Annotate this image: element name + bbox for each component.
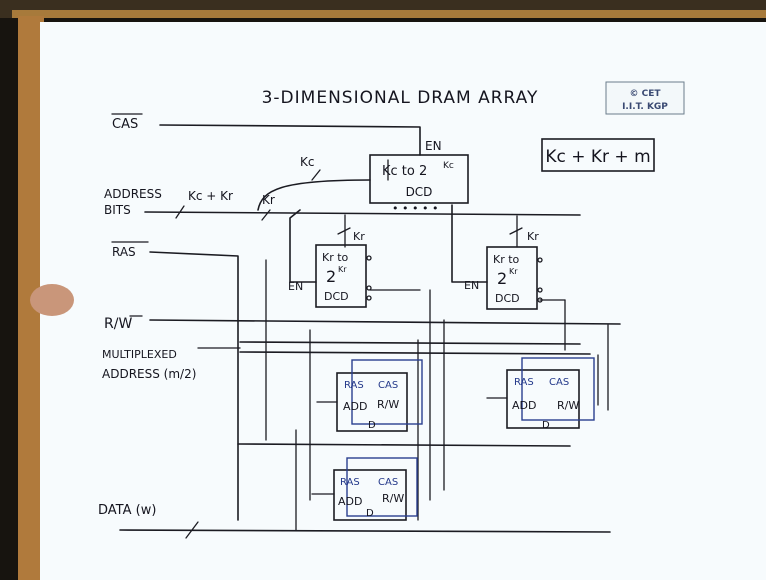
row-decoder-left-line3: DCD [324, 290, 349, 303]
row-decoder-right-box [486, 246, 538, 310]
mux-bus-2 [239, 351, 591, 355]
formula-text: Kc + Kr + m [545, 147, 650, 167]
rw-bus [149, 319, 621, 325]
chip2-box [506, 369, 580, 429]
row-decoder-left-sup: Kr [338, 265, 347, 274]
chip1-rw: R/W [377, 398, 399, 411]
mux-address-label-2: ADDRESS (m/2) [102, 367, 196, 381]
col-decoder-line2: DCD [406, 185, 433, 199]
cas-wire [159, 124, 421, 156]
chip1-ras: RAS [344, 380, 364, 391]
chip2-cas: CAS [549, 377, 569, 388]
row-decoder-left-en: EN [288, 280, 303, 293]
kr-top-slash [261, 209, 271, 221]
ras-signal-label: RAS [112, 245, 136, 259]
dram-chip-2: RAS CAS ADD R/W D [486, 357, 595, 431]
chip3-ras: RAS [340, 477, 360, 488]
row-decoder-left: Kr Kr to 2 Kr DCD EN [288, 227, 372, 308]
row-decoder-left-input: Kr [353, 230, 365, 243]
chip1-add: ADD [343, 400, 367, 413]
chip3-box [333, 469, 407, 521]
dram-chip-3: RAS CAS ADD R/W D [311, 457, 418, 521]
mux-bus-1 [239, 341, 581, 345]
kc-bus [257, 179, 371, 211]
row-decoder-right-input: Kr [527, 230, 539, 243]
chip1-d: D [368, 420, 376, 431]
col-decoder-box [369, 154, 469, 204]
cas-signal-label: CAS [112, 117, 138, 132]
page-title: 3-DIMENSIONAL DRAM ARRAY [262, 88, 539, 108]
logo-line2: I.I.T. KGP [622, 102, 668, 112]
ras-wire [149, 251, 239, 521]
chip3-cas: CAS [378, 477, 398, 488]
presenter-finger [30, 284, 74, 316]
row-decoder-right-en: EN [464, 279, 479, 292]
chip2-rw: R/W [557, 399, 579, 412]
chip3-rw: R/W [382, 492, 404, 505]
col-decoder-en: EN [425, 139, 442, 153]
whiteboard-paper [40, 22, 766, 580]
col-decoder-line1: Kc to 2 [382, 164, 427, 179]
chip2-ras: RAS [514, 377, 534, 388]
address-bits-label-2: BITS [104, 203, 131, 217]
chip2-add: ADD [512, 399, 536, 412]
chip2-d: D [542, 420, 550, 431]
chip1-cas: CAS [378, 380, 398, 391]
row-decoder-right-line1: Kr to [493, 253, 520, 266]
logo-line1: © CET [629, 89, 661, 99]
row-decoder-right-line3: DCD [495, 292, 520, 305]
col-decoder-outputs: • • • • • [392, 202, 438, 215]
col-out-to-right-en [451, 204, 488, 283]
kc-slash [311, 169, 321, 181]
dram-chip-1: RAS CAS ADD R/W D [316, 359, 423, 432]
data-bus [119, 529, 611, 533]
cet-logo: © CET I.I.T. KGP [605, 81, 685, 115]
data-signal-label: DATA (w) [98, 503, 156, 518]
address-width-label: Kc + Kr [188, 189, 233, 203]
kc-label: Kc [300, 155, 314, 169]
row-decoder-left-line1: Kr to [322, 251, 349, 264]
col-out-to-left-en [289, 209, 301, 283]
chip3-d: D [366, 508, 374, 519]
address-bus [144, 211, 581, 216]
lower-bus [237, 443, 571, 447]
row-decoder-right: Kr Kr to 2 Kr DCD EN [464, 227, 543, 310]
row-decoder-right-sup: Kr [509, 267, 518, 276]
address-bits-label-1: ADDRESS [104, 187, 162, 201]
mux-address-label-1: MULTIPLEXED [102, 348, 177, 361]
col-decoder-sup: Kc [443, 161, 454, 171]
row-decoder-left-line2: 2 [326, 267, 336, 286]
column-decoder: EN Kc to 2 Kc DCD • • • • • [369, 139, 469, 215]
data-slash [185, 521, 199, 539]
row-decoder-left-box [315, 244, 367, 308]
row-decoder-right-line2: 2 [497, 269, 507, 288]
chip3-add: ADD [338, 495, 362, 508]
kr-top-label: Kr [262, 193, 275, 207]
rw-signal-label: R/W [104, 316, 132, 332]
formula-box [541, 138, 655, 172]
